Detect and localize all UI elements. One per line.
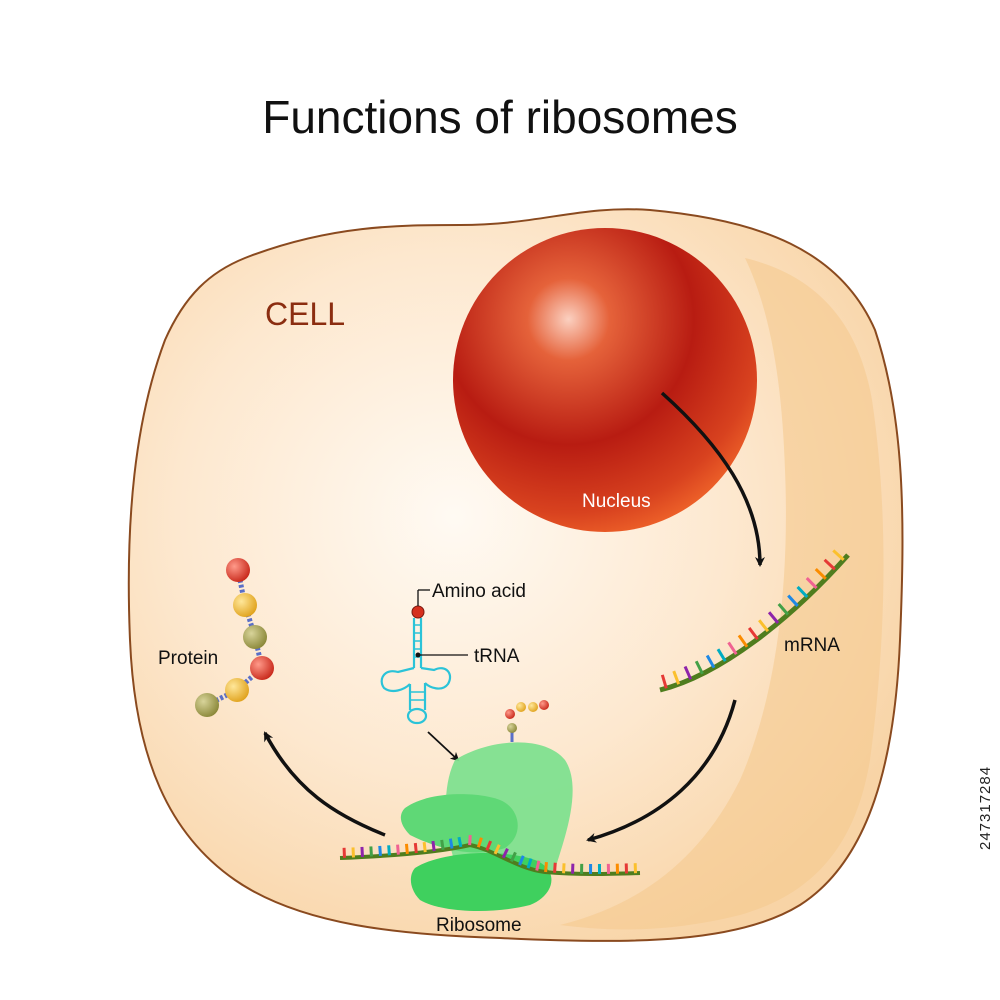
- cytoplasm-shade: [560, 258, 884, 930]
- ribosome-small-subunit: [410, 853, 552, 912]
- ribosome-label: Ribosome: [436, 915, 522, 936]
- nucleotide-base: [404, 843, 409, 854]
- nucleotide-base: [796, 585, 809, 599]
- amino-acid-bead: [507, 723, 517, 733]
- nucleotide-base: [814, 567, 827, 580]
- nucleus-label: Nucleus: [582, 491, 651, 512]
- amino-acid-bead: [233, 593, 257, 617]
- amino-acid-label: Amino acid: [432, 581, 526, 602]
- nucleotide-base: [747, 627, 759, 641]
- arrow-icon: [427, 731, 460, 762]
- nucleotide-base: [823, 558, 836, 571]
- nucleotide-base: [422, 841, 427, 853]
- amino-acid-icon: [411, 605, 425, 619]
- nucleotide-base: [660, 674, 668, 689]
- nucleotide-base: [509, 851, 517, 863]
- amino-acid-bead: [225, 678, 249, 702]
- amino-acid-bead: [250, 656, 274, 680]
- nucleotide-base: [360, 846, 364, 858]
- nucleotide-base: [387, 845, 391, 856]
- nucleotide-base: [457, 836, 463, 848]
- page-title: Functions of ribosomes: [262, 91, 738, 143]
- trna-molecule: [380, 618, 452, 725]
- nucleotide-base: [694, 660, 704, 675]
- amino-acid-bead: [243, 625, 267, 649]
- amino-acid-bead: [505, 709, 515, 719]
- nucleotide-base: [369, 846, 373, 857]
- nucleotide-base: [378, 845, 382, 856]
- arrow-icon: [586, 699, 737, 843]
- mrna-in-ribosome: [339, 835, 641, 876]
- nucleotide-base: [737, 634, 749, 648]
- nucleotide-base: [787, 594, 799, 607]
- nucleotide-base: [493, 844, 501, 855]
- protein-label: Protein: [158, 648, 218, 669]
- nucleotide-base: [468, 835, 472, 846]
- amino-acid-bead: [226, 558, 250, 582]
- amino-acid-bead: [516, 702, 526, 712]
- nucleotide-base: [553, 862, 557, 873]
- amino-acid-bead: [539, 700, 549, 710]
- nucleotide-base: [440, 839, 445, 851]
- nucleotide-base: [448, 838, 454, 849]
- amino-acid-bead: [528, 702, 538, 712]
- protein-chain: [195, 558, 274, 717]
- nucleotide-base: [805, 576, 818, 590]
- nucleotide-base: [672, 670, 681, 685]
- mrna-label: mRNA: [784, 635, 840, 656]
- ribosome: [400, 700, 573, 912]
- nucleotide-base: [535, 860, 541, 871]
- nucleotide-base: [501, 848, 509, 859]
- nucleotide-base: [758, 619, 770, 633]
- cell-label: CELL: [265, 296, 345, 332]
- arrow-icon: [660, 391, 765, 567]
- nucleotide-base: [413, 842, 418, 854]
- nucleotide-base: [396, 844, 400, 855]
- mrna-strand: [659, 549, 850, 693]
- amino-acid-bead: [195, 693, 219, 717]
- nucleotide-base: [716, 648, 727, 662]
- arrow-icon: [263, 731, 386, 837]
- nucleotide-base: [727, 641, 738, 655]
- nucleotide-base: [683, 665, 693, 680]
- nucleotide-base: [485, 840, 493, 851]
- nucleotide-base: [476, 837, 483, 848]
- nucleotide-base: [767, 611, 780, 624]
- nucleotide-base: [431, 840, 436, 852]
- nucleotide-base: [777, 603, 790, 616]
- nucleotide-base: [705, 654, 716, 669]
- stock-id: 247317284: [977, 766, 994, 850]
- nucleotide-base: [544, 861, 548, 873]
- nucleotide-base: [526, 858, 533, 869]
- nucleotide-base: [832, 549, 845, 561]
- trna-label: tRNA: [474, 646, 520, 667]
- nucleus: [453, 228, 757, 532]
- nucleotide-base: [518, 855, 525, 866]
